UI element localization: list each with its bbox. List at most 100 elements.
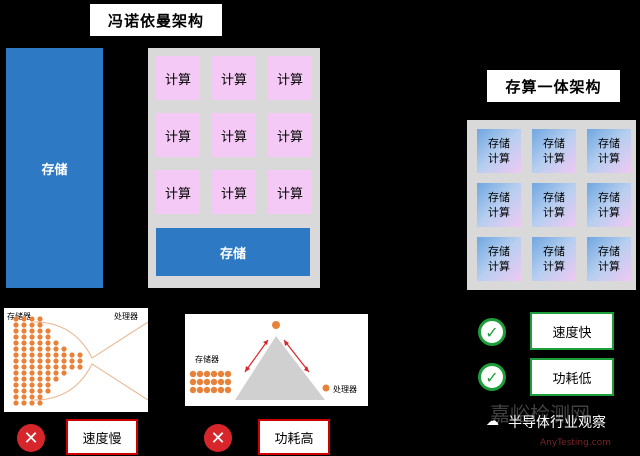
checkmark-icon: ✓ xyxy=(478,318,506,346)
memory-dot xyxy=(53,352,59,358)
source-label: 半导体行业观察 xyxy=(508,415,606,431)
memory-dot xyxy=(21,322,27,328)
memory-dot xyxy=(13,346,19,352)
memory-dot xyxy=(21,352,27,358)
compute-cell: 计算 xyxy=(212,56,256,100)
memory-dot xyxy=(21,316,27,322)
memory-dot xyxy=(37,400,43,406)
memory-dot xyxy=(61,352,67,358)
memory-dot xyxy=(45,382,51,388)
memory-dot xyxy=(21,382,27,388)
memory-dot xyxy=(29,334,35,340)
memory-dot xyxy=(21,346,27,352)
storage-compute-cell: 存储 计算 xyxy=(477,129,521,173)
memory-dot xyxy=(13,370,19,376)
memory-dot xyxy=(53,346,59,352)
cell-line1: 存储 xyxy=(598,137,620,150)
compute-cell: 计算 xyxy=(212,170,256,214)
cell-line2: 计算 xyxy=(598,260,620,273)
memory-dot xyxy=(37,322,43,328)
memory-dot xyxy=(210,370,218,378)
cell-line1: 存储 xyxy=(598,191,620,204)
memory-dot xyxy=(217,370,225,378)
memory-dot xyxy=(29,322,35,328)
memory-dot xyxy=(45,334,51,340)
memory-dot xyxy=(45,364,51,370)
von-neumann-compute-panel: 计算 计算 计算 计算 计算 计算 计算 计算 计算 存储 xyxy=(148,48,320,288)
cell-line2: 计算 xyxy=(488,152,510,165)
memory-dot xyxy=(13,400,19,406)
memory-dot xyxy=(37,394,43,400)
memory-dot xyxy=(29,316,35,322)
memory-dot xyxy=(13,364,19,370)
storage-compute-cell: 存储 计算 xyxy=(532,183,576,227)
memory-dot xyxy=(13,388,19,394)
memory-dot xyxy=(189,370,197,378)
memory-dot xyxy=(217,378,225,386)
memory-dot xyxy=(203,378,211,386)
memory-dot xyxy=(61,370,67,376)
storage-compute-cell: 存储 计算 xyxy=(532,129,576,173)
memory-dot xyxy=(196,370,204,378)
bottleneck-memory-label: 存储器 xyxy=(7,312,31,321)
memory-dot xyxy=(189,378,197,386)
memory-dot xyxy=(45,340,51,346)
memory-dot xyxy=(21,388,27,394)
memory-dot xyxy=(45,328,51,334)
von-neumann-inner-storage: 存储 xyxy=(156,228,310,276)
compute-cell: 计算 xyxy=(156,113,200,157)
memory-dot xyxy=(45,358,51,364)
memory-dot xyxy=(13,376,19,382)
memory-dot xyxy=(29,352,35,358)
memory-dot xyxy=(13,352,19,358)
memory-dot xyxy=(224,378,232,386)
memory-dot xyxy=(21,358,27,364)
storage-compute-cell: 存储 计算 xyxy=(477,183,521,227)
memory-dot xyxy=(21,334,27,340)
memory-dot xyxy=(37,346,43,352)
cell-line1: 存储 xyxy=(543,137,565,150)
memory-dot xyxy=(29,340,35,346)
funnel-graphic xyxy=(13,316,148,406)
cell-line2: 计算 xyxy=(488,206,510,219)
triangle-memory-label: 存储器 xyxy=(195,355,219,364)
storage-compute-cell: 存储 计算 xyxy=(587,183,631,227)
storage-compute-cell: 存储 计算 xyxy=(587,237,631,281)
bottleneck-figure: 存储器 处理器 xyxy=(4,308,148,412)
low-power-label: 功耗低 xyxy=(530,358,614,396)
memory-dot xyxy=(37,370,43,376)
memory-dot xyxy=(45,388,51,394)
memory-dot xyxy=(29,370,35,376)
cell-line1: 存储 xyxy=(488,245,510,258)
memory-dot xyxy=(21,370,27,376)
cell-line2: 计算 xyxy=(543,260,565,273)
memory-dot xyxy=(13,340,19,346)
memory-dot xyxy=(61,364,67,370)
memory-dot xyxy=(53,370,59,376)
memory-dot xyxy=(29,328,35,334)
cell-line1: 存储 xyxy=(543,191,565,204)
memory-dot xyxy=(13,394,19,400)
memory-dot xyxy=(37,316,43,322)
memory-dot xyxy=(29,394,35,400)
memory-dot xyxy=(53,358,59,364)
fast-speed-label: 速度快 xyxy=(530,312,614,350)
memory-dot xyxy=(37,388,43,394)
memory-dot xyxy=(77,364,83,370)
memory-dot xyxy=(189,386,197,394)
cell-line2: 计算 xyxy=(598,206,620,219)
memory-dot xyxy=(203,370,211,378)
triangle-processor-label: 处理器 xyxy=(333,385,357,394)
memory-dot xyxy=(77,358,83,364)
memory-dot xyxy=(29,382,35,388)
in-memory-panel: 存储 计算 存储 计算 存储 计算 存储 计算 存储 计算 存储 计算 存储 计… xyxy=(467,120,636,290)
memory-dot xyxy=(13,328,19,334)
memory-dot xyxy=(53,340,59,346)
compute-cell: 计算 xyxy=(268,56,312,100)
memory-dot xyxy=(61,346,67,352)
high-power-label: 功耗高 xyxy=(258,419,330,455)
storage-compute-cell: 存储 计算 xyxy=(532,237,576,281)
memory-dot xyxy=(29,346,35,352)
memory-dot xyxy=(45,346,51,352)
memory-dot xyxy=(196,378,204,386)
